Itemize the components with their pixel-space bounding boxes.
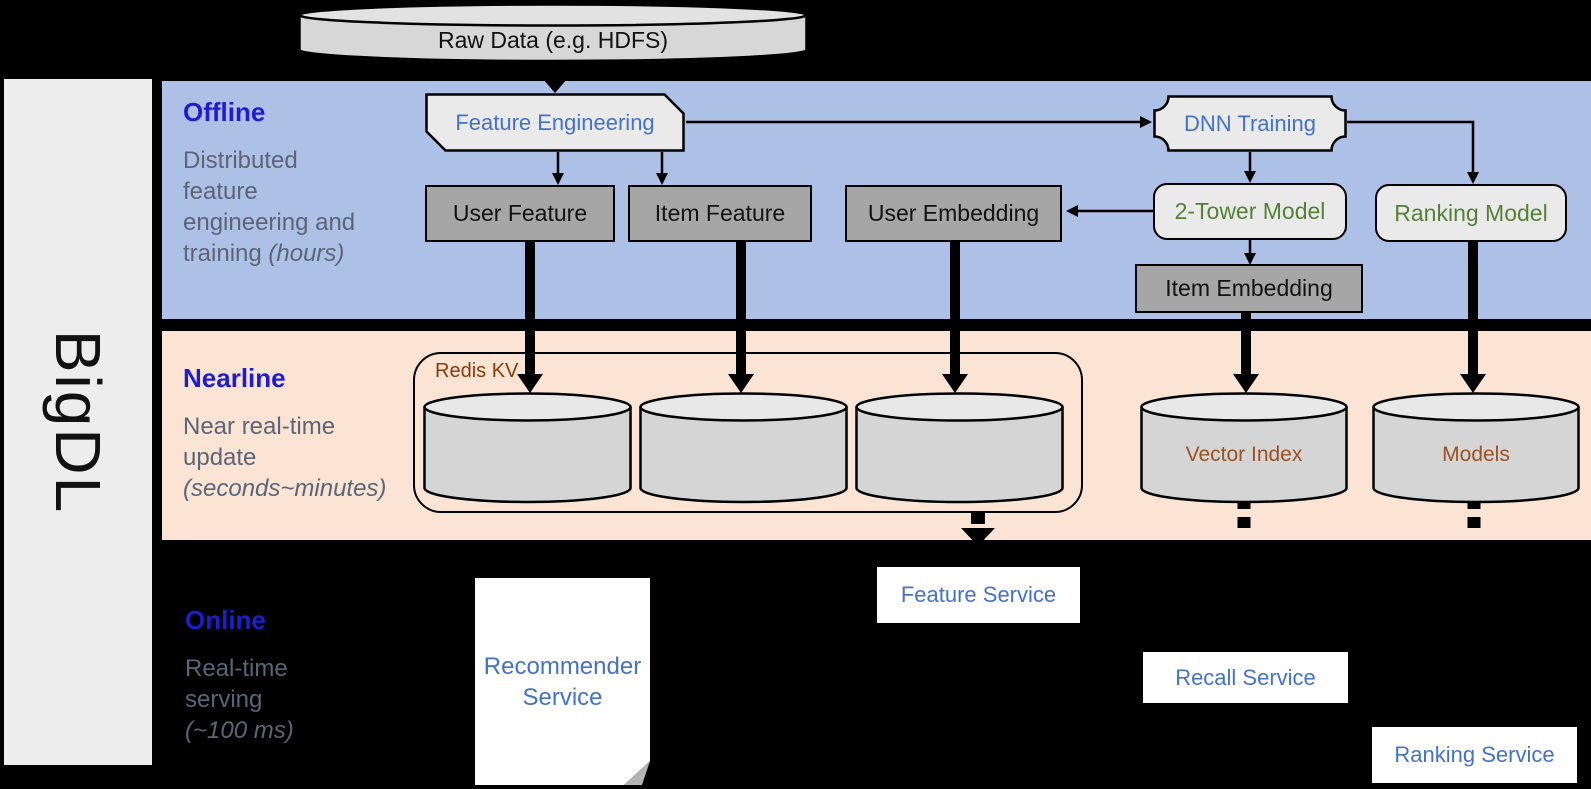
node-user-feature: User Feature xyxy=(425,185,615,242)
redis-kv-label: Redis KV xyxy=(435,360,519,382)
feature-engineering-label: Feature Engineering xyxy=(455,109,655,135)
online-label: Online xyxy=(185,605,266,635)
node-redis-cylinder-3 xyxy=(855,392,1064,504)
offline-section-text: Offline Distributed feature engineering … xyxy=(183,97,368,269)
raw-data-label: Raw Data (e.g. HDFS) xyxy=(437,26,669,53)
cylinder-shape xyxy=(423,392,632,504)
arrow-feature-engineering-to-dnn-training xyxy=(686,116,1152,128)
arrow-ranking-model-to-models xyxy=(1460,242,1486,393)
node-two-tower-model: 2-Tower Model xyxy=(1153,183,1347,240)
ranking-model-label: Ranking Model xyxy=(1394,199,1548,226)
dnn-training-label: DNN Training xyxy=(1183,110,1317,136)
node-item-feature: Item Feature xyxy=(628,185,812,242)
plaque-shape xyxy=(1153,95,1347,152)
recall-service-label: Recall Service xyxy=(1175,664,1316,690)
node-ranking-model: Ranking Model xyxy=(1375,184,1567,242)
arrow-redis-to-feature-service xyxy=(961,513,995,546)
snip-corner-shape xyxy=(425,93,685,152)
redis-kv-container: Redis KV xyxy=(413,352,1083,513)
node-raw-data: Raw Data (e.g. HDFS) xyxy=(298,3,808,63)
cylinder-shape xyxy=(1372,392,1580,504)
node-models: Models xyxy=(1372,392,1580,504)
item-feature-label: Item Feature xyxy=(654,200,786,226)
offline-description: Distributed feature engineering and trai… xyxy=(183,147,356,267)
node-feature-engineering: Feature Engineering xyxy=(425,93,685,152)
user-feature-label: User Feature xyxy=(452,200,588,226)
arrow-two-tower-model-to-user-embedding xyxy=(1066,205,1153,217)
arrow-dnn-training-to-ranking-model xyxy=(1347,120,1479,184)
node-redis-cylinder-2 xyxy=(639,392,848,504)
node-dnn-training: DNN Training xyxy=(1153,95,1347,152)
node-user-embedding: User Embedding xyxy=(845,185,1062,242)
item-embedding-label: Item Embedding xyxy=(1165,275,1333,301)
cylinder-shape xyxy=(639,392,848,504)
node-redis-cylinder-1 xyxy=(423,392,632,504)
node-recall-service: Recall Service xyxy=(1143,652,1350,710)
node-recommender-service: Recommender Service xyxy=(475,578,650,785)
node-feature-service: Feature Service xyxy=(877,567,1082,630)
cylinder-shape xyxy=(298,3,808,63)
offline-label: Offline xyxy=(183,97,266,127)
node-ranking-service: Ranking Service xyxy=(1372,727,1579,789)
recall-service-fold-icon xyxy=(1340,701,1350,710)
arrow-two-tower-model-to-item-embedding xyxy=(1244,240,1256,265)
models-label: Models xyxy=(1442,442,1510,466)
arrow-dnn-training-to-two-tower-model xyxy=(1244,152,1256,183)
arrow-item-embedding-to-vector-index xyxy=(1233,313,1259,393)
node-vector-index: Vector Index xyxy=(1140,392,1348,504)
nearline-section-text: Nearline Near real-time update (seconds~… xyxy=(183,363,423,504)
feature-service-label: Feature Service xyxy=(900,582,1057,607)
arrow-raw-data-to-feature-engineering xyxy=(543,63,567,93)
online-description: Real-time serving (~100 ms) xyxy=(185,655,294,744)
arrow-feature-engineering-to-user-feature xyxy=(552,152,564,185)
vector-index-label: Vector Index xyxy=(1185,442,1303,466)
nearline-description: Near real-time update (seconds~minutes) xyxy=(183,413,387,502)
bigdl-sidebar: BigDL xyxy=(4,79,152,765)
recommender-service-label: Recommender Service xyxy=(483,652,642,711)
online-section-text: Online Real-time serving (~100 ms) xyxy=(185,605,335,746)
cylinder-shape xyxy=(1140,392,1348,504)
arrow-feature-engineering-to-item-feature xyxy=(656,152,668,185)
nearline-label: Nearline xyxy=(183,363,286,393)
node-item-embedding: Item Embedding xyxy=(1135,264,1363,313)
feature-service-fold-icon xyxy=(1072,621,1082,630)
cylinder-shape xyxy=(855,392,1064,504)
ranking-service-label: Ranking Service xyxy=(1394,742,1555,767)
two-tower-model-label: 2-Tower Model xyxy=(1174,198,1326,224)
user-embedding-label: User Embedding xyxy=(867,200,1040,226)
